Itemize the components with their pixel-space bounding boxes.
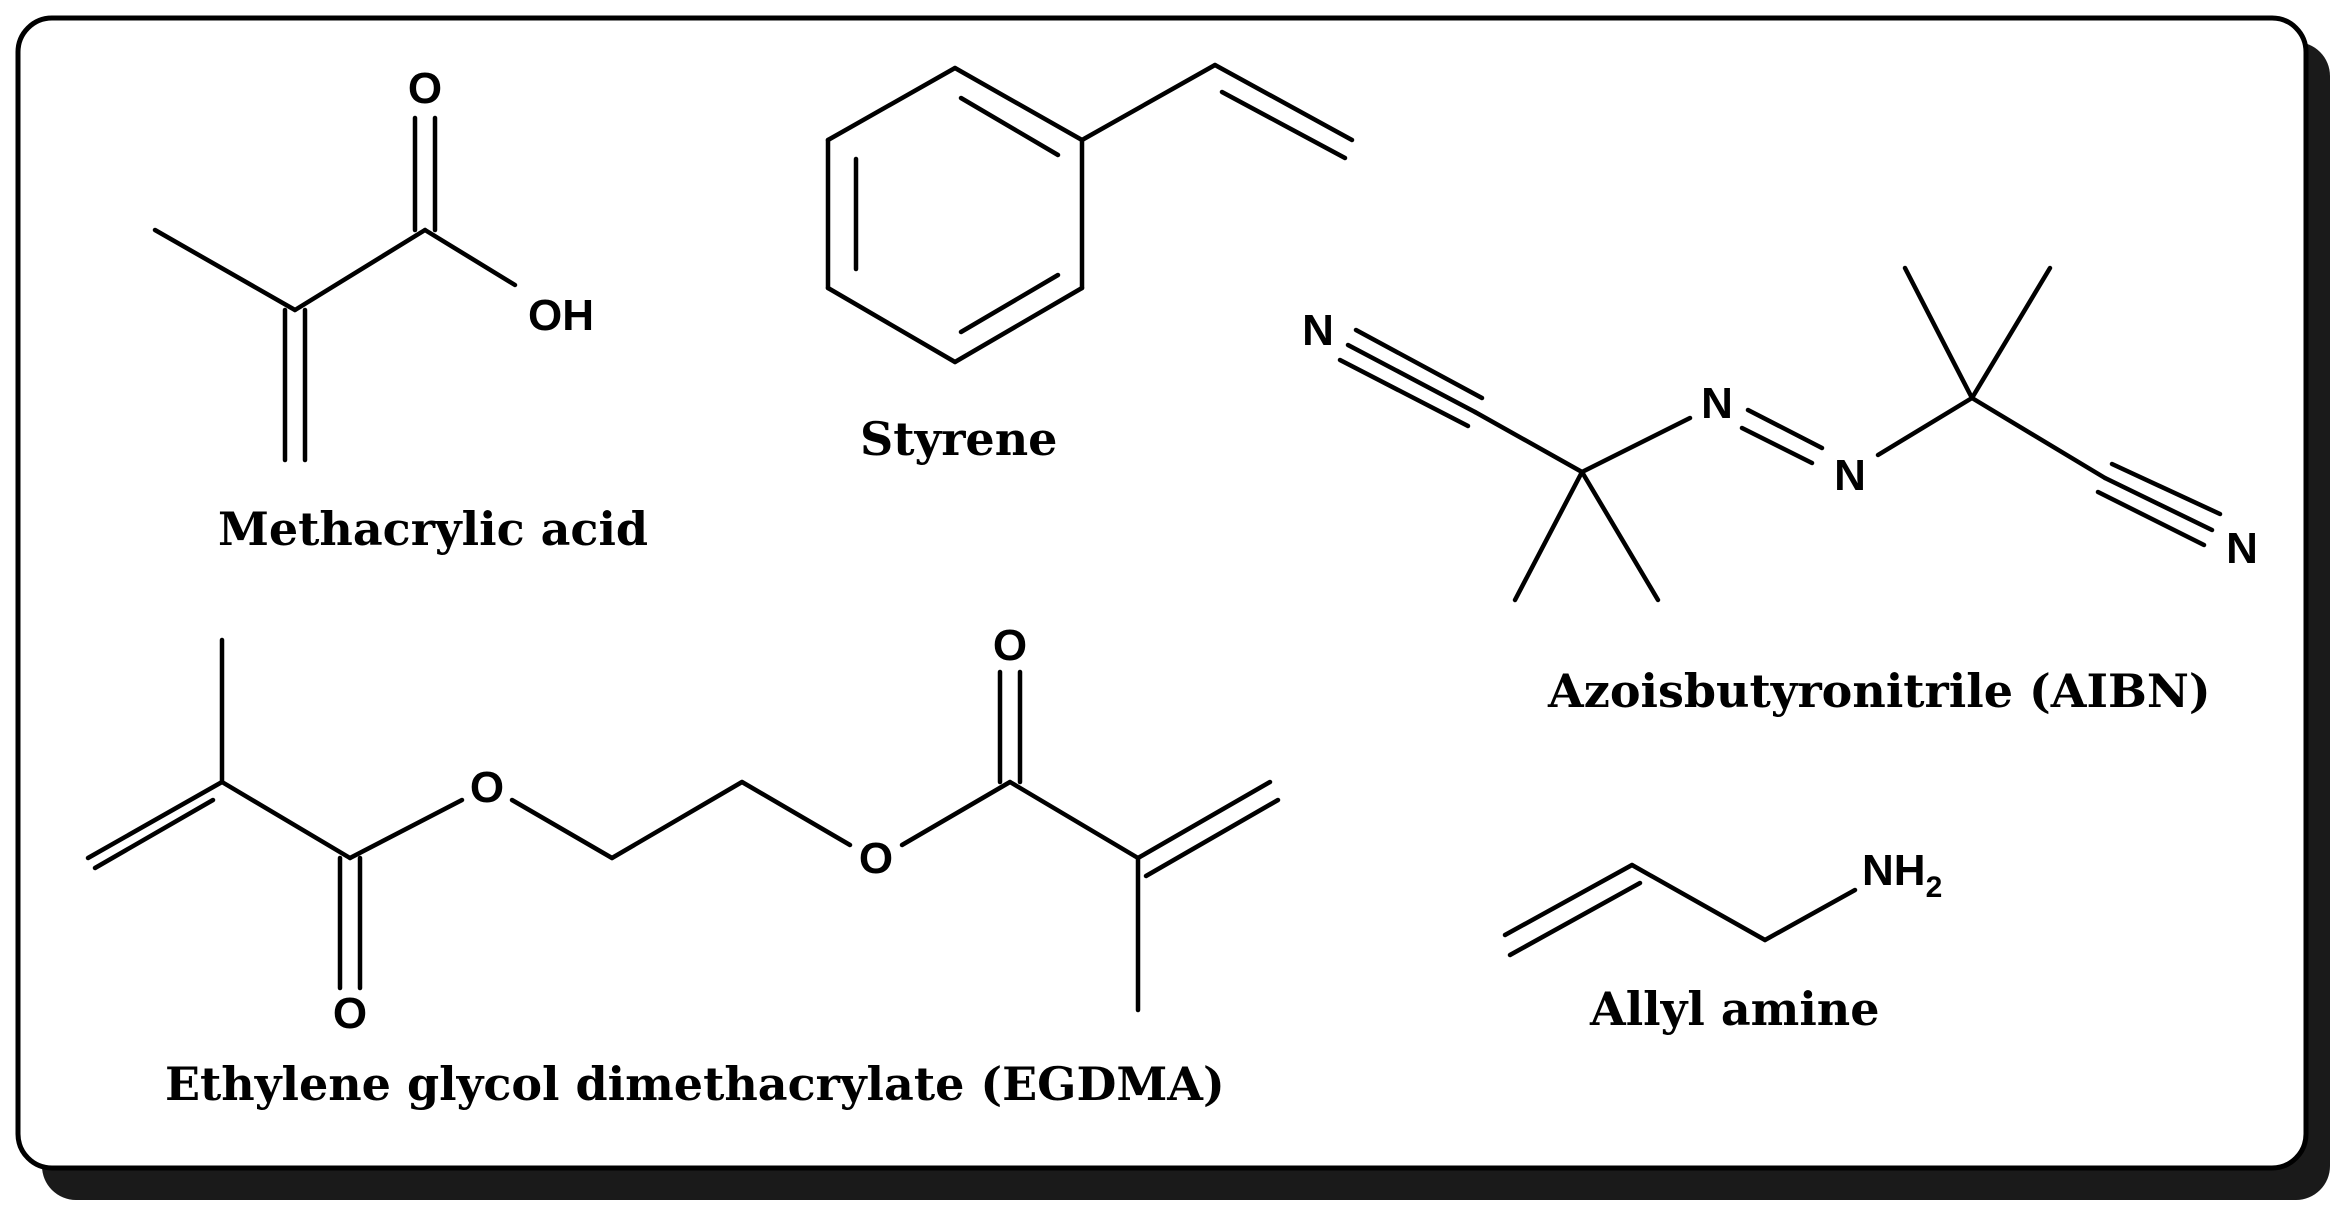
egdma-structure: O O O O	[85, 621, 1281, 1038]
methacrylic-acid-label: Methacrylic acid	[218, 502, 648, 556]
aibn-label: Azoisbutyronitrile (AIBN)	[1547, 664, 2211, 718]
aibn-azo-n-1: N	[1701, 379, 1733, 428]
egdma-carbonyl-o-left: O	[333, 989, 367, 1038]
egdma-ester-o-right: O	[859, 834, 893, 883]
allyl-amine-structure: NH2	[1502, 846, 1942, 958]
methacrylic-acid-structure: O OH	[152, 64, 594, 463]
allyl-amine-label: Allyl amine	[1589, 982, 1880, 1036]
allyl-amine-nh: NH2	[1862, 846, 1942, 904]
frame-border	[15, 15, 2309, 1171]
styrene-structure	[825, 62, 1355, 365]
aibn-azo-n-2: N	[1834, 451, 1866, 500]
methacrylic-acid-hydroxyl: OH	[528, 291, 594, 340]
egdma-label: Ethylene glycol dimethacrylate (EGDMA)	[165, 1057, 1225, 1111]
styrene-label: Styrene	[860, 412, 1057, 466]
allyl-amine-subscript: 2	[1926, 871, 1943, 904]
aibn-structure: N N N N	[1302, 265, 2258, 603]
egdma-carbonyl-o-right: O	[993, 621, 1027, 670]
egdma-ester-o-left: O	[470, 763, 504, 812]
aibn-nitrile-n-left: N	[1302, 306, 1334, 355]
aibn-nitrile-n-right: N	[2226, 524, 2258, 573]
methacrylic-acid-carbonyl-o: O	[408, 64, 442, 113]
